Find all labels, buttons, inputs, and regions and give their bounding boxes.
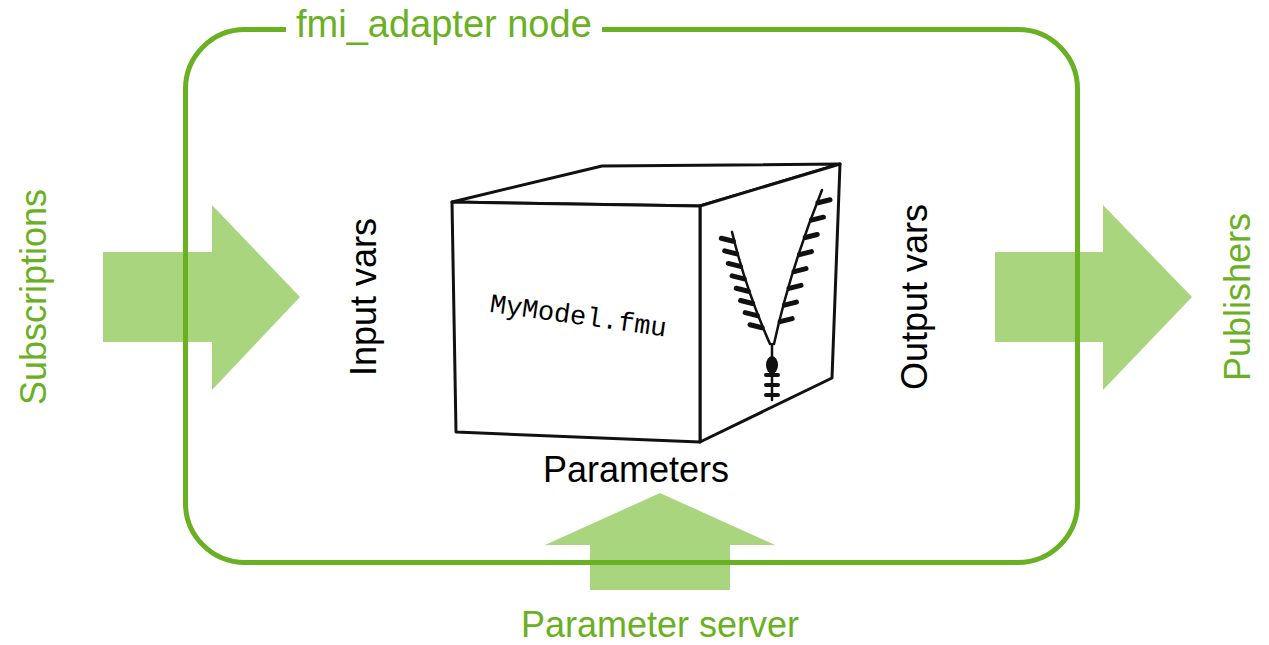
sketch-stroke <box>811 217 823 220</box>
sketch-stroke <box>789 285 801 288</box>
sketch-stroke <box>799 252 811 255</box>
sketch-stroke <box>721 238 733 241</box>
zipper-pull <box>766 356 778 374</box>
sketch-stroke <box>741 300 753 303</box>
parameter-arrow <box>545 493 775 590</box>
sketch-stroke <box>805 234 817 237</box>
sketch-stroke <box>452 202 700 442</box>
input-arrow <box>103 205 300 390</box>
sketch-stroke <box>725 251 737 254</box>
fmu-cube: MyModel.fmu <box>450 160 850 450</box>
sketch-stroke <box>728 263 740 266</box>
node-heading: fmi_adapter node <box>286 4 602 46</box>
publishers-label: Publishers <box>1218 213 1258 381</box>
sketch-stroke <box>766 383 778 387</box>
sketch-stroke <box>732 232 770 344</box>
sketch-stroke <box>784 302 796 305</box>
sketch-stroke <box>780 319 792 322</box>
subscriptions-label: Subscriptions <box>14 189 54 405</box>
sketch-stroke <box>818 200 830 203</box>
output-label: Output vars <box>895 204 935 390</box>
parameter-server-label: Parameter server <box>521 605 799 645</box>
sketch-stroke <box>766 393 778 397</box>
sketch-stroke <box>700 164 840 442</box>
sketch-stroke <box>766 373 778 377</box>
sketch-stroke <box>794 269 806 272</box>
sketch-stroke <box>732 276 744 279</box>
parameters-label: Parameters <box>543 450 729 490</box>
output-arrow <box>995 205 1192 390</box>
sketch-stroke <box>750 325 762 328</box>
sketch-stroke <box>736 288 748 291</box>
input-label: Input vars <box>344 218 384 376</box>
sketch-stroke <box>774 190 822 344</box>
sketch-stroke <box>745 313 757 316</box>
